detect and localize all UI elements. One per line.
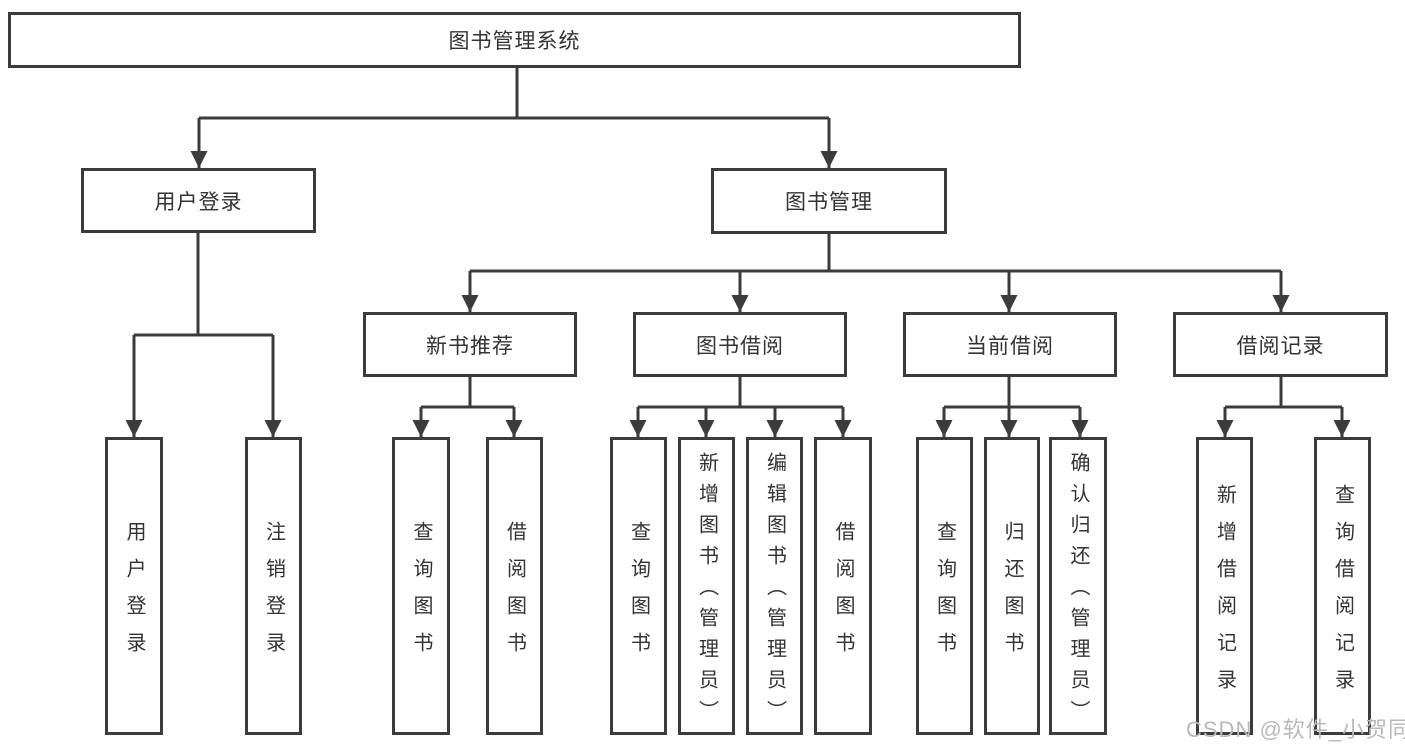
leaf-label: 查询图书	[933, 520, 956, 669]
leaf-label: 借阅图书	[503, 520, 526, 669]
leaf-label: 新增借阅记录	[1213, 483, 1236, 706]
node-current-borrowing: 当前借阅	[903, 312, 1117, 377]
node-label: 图书管理	[785, 191, 873, 214]
csdn-watermark: CSDN @软件_小贺同学	[1186, 717, 1405, 742]
leaf-label: 归还图书	[1001, 520, 1023, 669]
leaf-label: 查询图书	[410, 520, 432, 669]
node-label: 新书推荐	[426, 334, 514, 358]
leaf-label: 新增图书（管理员）	[695, 452, 718, 731]
leaf-borrow-books: 借阅图书	[814, 437, 872, 735]
node-label: 图书管理系统	[448, 30, 581, 53]
node-label: 用户登录	[154, 190, 243, 214]
node-label: 当前借阅	[966, 334, 1054, 358]
leaf-borrow-books-recommend: 借阅图书	[486, 437, 543, 735]
node-label: 借阅记录	[1236, 334, 1325, 358]
node-borrow-records: 借阅记录	[1173, 312, 1388, 377]
leaf-label: 借阅图书	[832, 520, 854, 669]
leaf-user-login: 用户登录	[105, 437, 163, 735]
leaf-label: 用户登录	[123, 520, 145, 669]
node-user-login-module: 用户登录	[81, 168, 316, 233]
leaf-label: 查询借阅记录	[1331, 483, 1354, 706]
leaf-query-books-borrowing: 查询图书	[610, 437, 667, 735]
leaf-label: 确认归还（管理员）	[1067, 452, 1089, 731]
node-label: 图书借阅	[696, 334, 784, 358]
leaf-label: 查询图书	[627, 520, 650, 669]
leaf-query-borrow-record: 查询借阅记录	[1314, 437, 1371, 735]
node-new-book-recommend: 新书推荐	[363, 312, 577, 377]
leaf-edit-book-admin: 编辑图书（管理员）	[746, 437, 803, 735]
node-book-borrowing: 图书借阅	[633, 312, 847, 377]
leaf-query-books-current: 查询图书	[916, 437, 973, 735]
node-root-library-system: 图书管理系统	[8, 12, 1021, 68]
leaf-add-borrow-record: 新增借阅记录	[1196, 437, 1253, 735]
leaf-add-book-admin: 新增图书（管理员）	[678, 437, 735, 735]
leaf-label: 注销登录	[262, 520, 285, 669]
leaf-return-book: 归还图书	[984, 437, 1040, 735]
leaf-label: 编辑图书（管理员）	[763, 452, 786, 731]
node-book-management-module: 图书管理	[711, 168, 947, 234]
leaf-logout: 注销登录	[245, 437, 302, 735]
leaf-confirm-return-admin: 确认归还（管理员）	[1049, 437, 1107, 735]
leaf-query-books-recommend: 查询图书	[392, 437, 450, 735]
